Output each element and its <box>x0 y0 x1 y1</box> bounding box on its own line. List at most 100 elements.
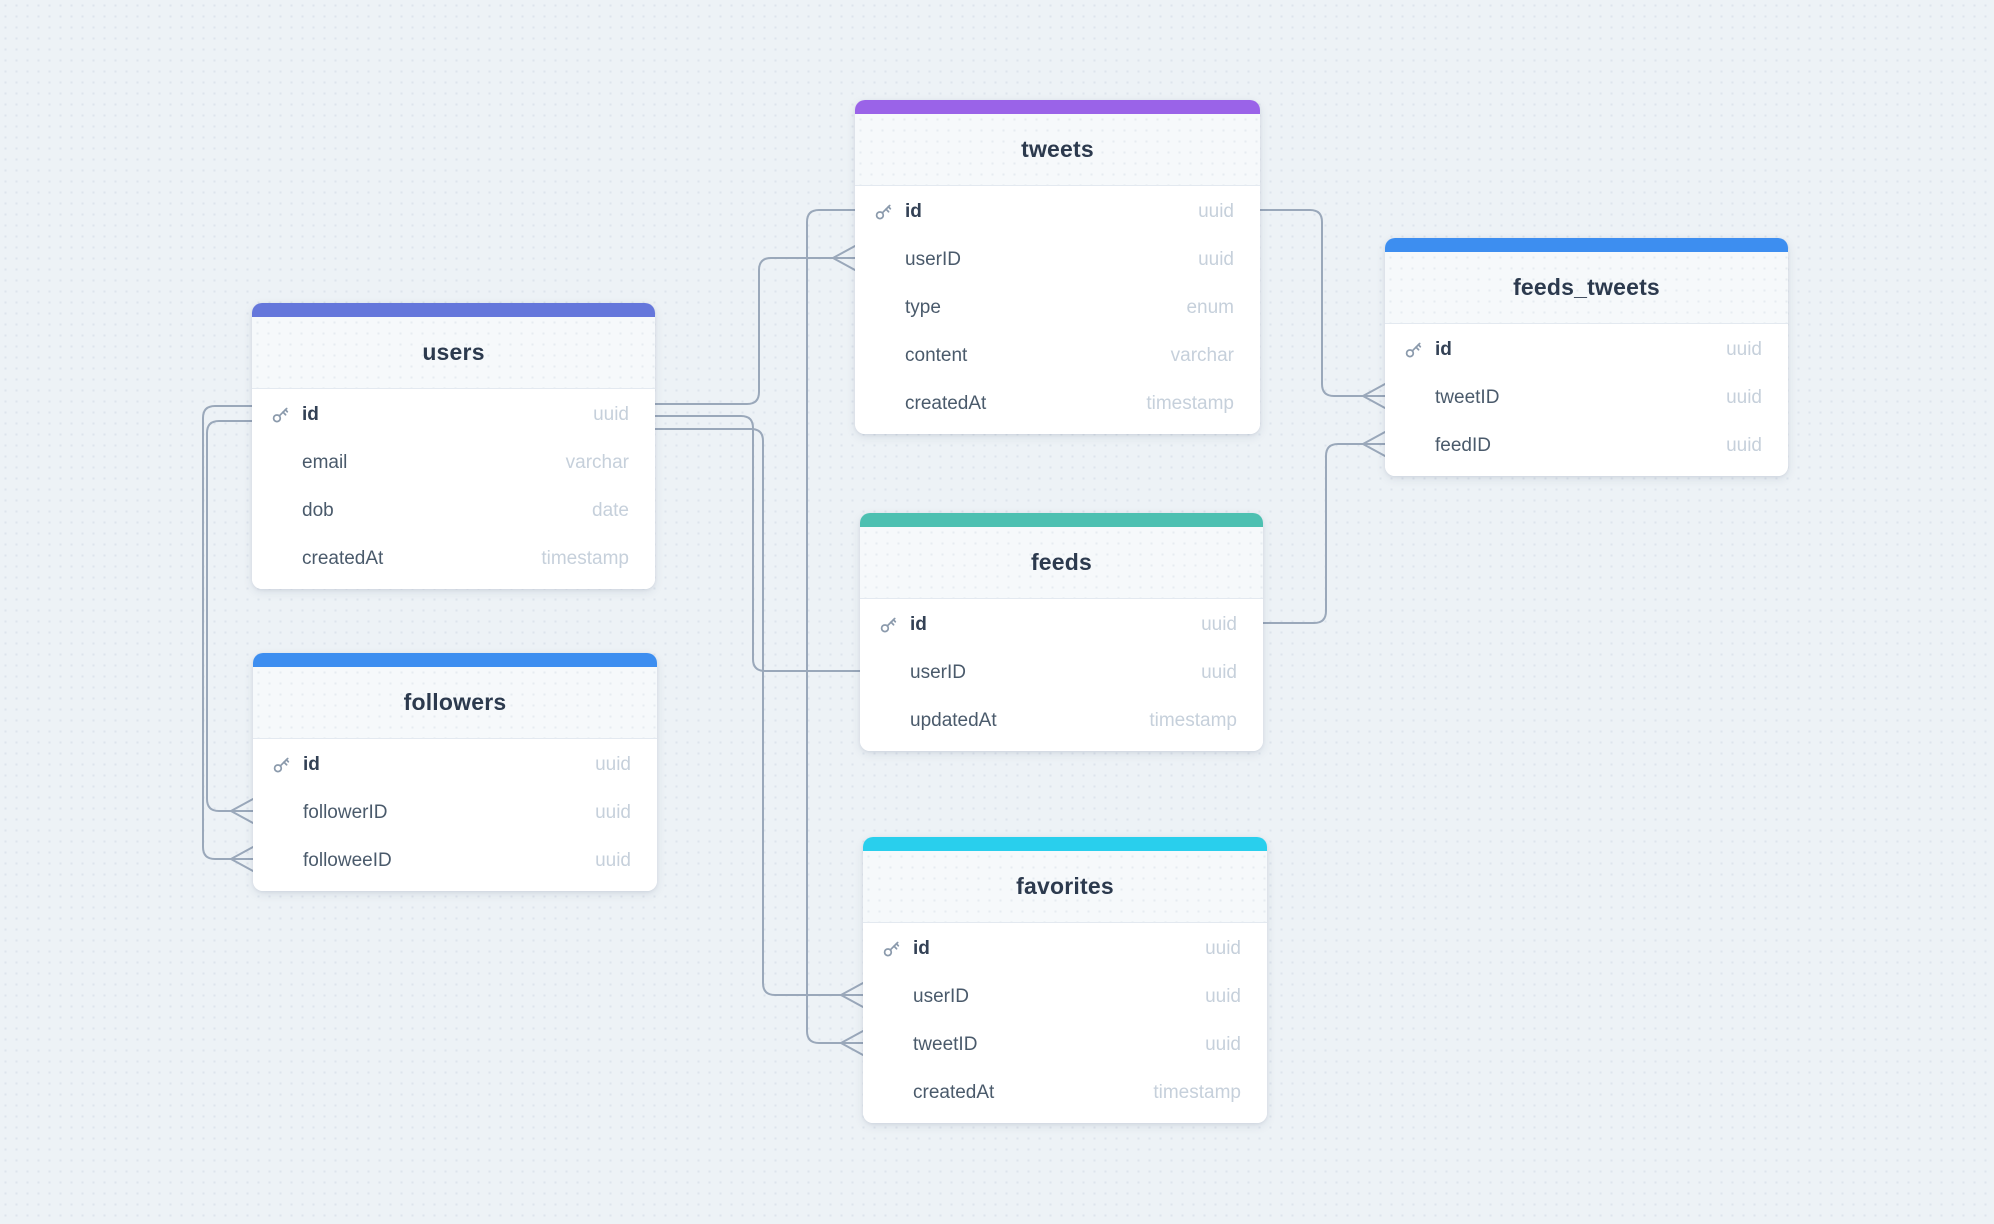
field-type: uuid <box>1726 387 1762 408</box>
key-icon <box>881 939 901 959</box>
table-row[interactable]: tweetID uuid <box>1385 374 1788 422</box>
field-type: uuid <box>1726 435 1762 456</box>
field-name: tweetID <box>1435 387 1500 408</box>
key-icon <box>873 202 893 222</box>
table-row[interactable]: feedID uuid <box>1385 422 1788 470</box>
key-icon <box>270 405 290 425</box>
key-icon <box>1403 340 1423 360</box>
table-accent-bar <box>860 513 1263 527</box>
field-name: createdAt <box>302 548 384 569</box>
field-type: uuid <box>1205 1034 1241 1055</box>
relationship-line <box>202 405 253 860</box>
field-name: dob <box>302 500 334 521</box>
field-name: createdAt <box>913 1082 995 1103</box>
table-header[interactable]: users <box>252 317 655 389</box>
field-type: uuid <box>1205 938 1241 959</box>
field-type: enum <box>1186 297 1234 318</box>
crow-foot-many-marker <box>230 846 254 872</box>
crow-foot-many-marker <box>832 245 856 271</box>
table-title: feeds <box>1030 549 1093 575</box>
field-type: varchar <box>565 452 629 473</box>
field-name: feedID <box>1435 435 1491 456</box>
field-type: uuid <box>1726 339 1762 360</box>
field-name: id <box>910 614 927 635</box>
field-name: updatedAt <box>910 710 997 731</box>
field-name: userID <box>910 662 966 683</box>
field-type: uuid <box>1198 201 1234 222</box>
table-header[interactable]: tweets <box>855 114 1260 186</box>
table-title: feeds_tweets <box>1513 274 1660 300</box>
relationship-line <box>1259 209 1364 397</box>
field-type: uuid <box>595 802 631 823</box>
table-accent-bar <box>855 100 1260 114</box>
field-type: uuid <box>593 404 629 425</box>
field-name: createdAt <box>905 393 987 414</box>
crow-foot-many-marker <box>1362 383 1386 409</box>
field-type: uuid <box>595 850 631 871</box>
relationship-line <box>654 257 834 405</box>
table-header[interactable]: favorites <box>863 851 1267 923</box>
relationship-line <box>654 428 842 996</box>
table-row[interactable]: followeeID uuid <box>253 837 657 885</box>
table-header[interactable]: followers <box>253 667 657 739</box>
table-row[interactable]: followerID uuid <box>253 789 657 837</box>
table-title: tweets <box>1021 136 1094 162</box>
table-row[interactable]: id uuid <box>1385 326 1788 374</box>
relationship-line <box>1262 443 1364 624</box>
table-row[interactable]: id uuid <box>860 601 1263 649</box>
field-name: followerID <box>303 802 388 823</box>
table-row[interactable]: createdAt timestamp <box>863 1069 1267 1117</box>
field-type: timestamp <box>1149 710 1237 731</box>
table-rows: id uuid tweetID uuid feedID uuid <box>1385 324 1788 476</box>
key-icon <box>271 755 291 775</box>
field-type: timestamp <box>1153 1082 1241 1103</box>
crow-foot-many-marker <box>840 1030 864 1056</box>
field-name: id <box>913 938 930 959</box>
crow-foot-many-marker <box>1362 431 1386 457</box>
field-type: timestamp <box>541 548 629 569</box>
field-name: content <box>905 345 968 366</box>
field-name: type <box>905 297 941 318</box>
key-icon <box>878 615 898 635</box>
table-row[interactable]: userID uuid <box>863 973 1267 1021</box>
table-row[interactable]: type enum <box>855 284 1260 332</box>
field-name: followeeID <box>303 850 392 871</box>
table-accent-bar <box>863 837 1267 851</box>
table-accent-bar <box>252 303 655 317</box>
table-header[interactable]: feeds <box>860 527 1263 599</box>
field-type: uuid <box>1205 986 1241 1007</box>
table-accent-bar <box>1385 238 1788 252</box>
relationship-line <box>206 420 253 812</box>
table-row[interactable]: createdAt timestamp <box>252 535 655 583</box>
table-row[interactable]: updatedAt timestamp <box>860 697 1263 745</box>
relationship-line <box>654 415 861 672</box>
field-name: id <box>1435 339 1452 360</box>
field-type: uuid <box>595 754 631 775</box>
table-title: favorites <box>1016 873 1114 899</box>
table-header[interactable]: feeds_tweets <box>1385 252 1788 324</box>
crow-foot-many-marker <box>840 982 864 1008</box>
table-row[interactable]: id uuid <box>863 925 1267 973</box>
field-name: userID <box>913 986 969 1007</box>
field-type: uuid <box>1201 614 1237 635</box>
